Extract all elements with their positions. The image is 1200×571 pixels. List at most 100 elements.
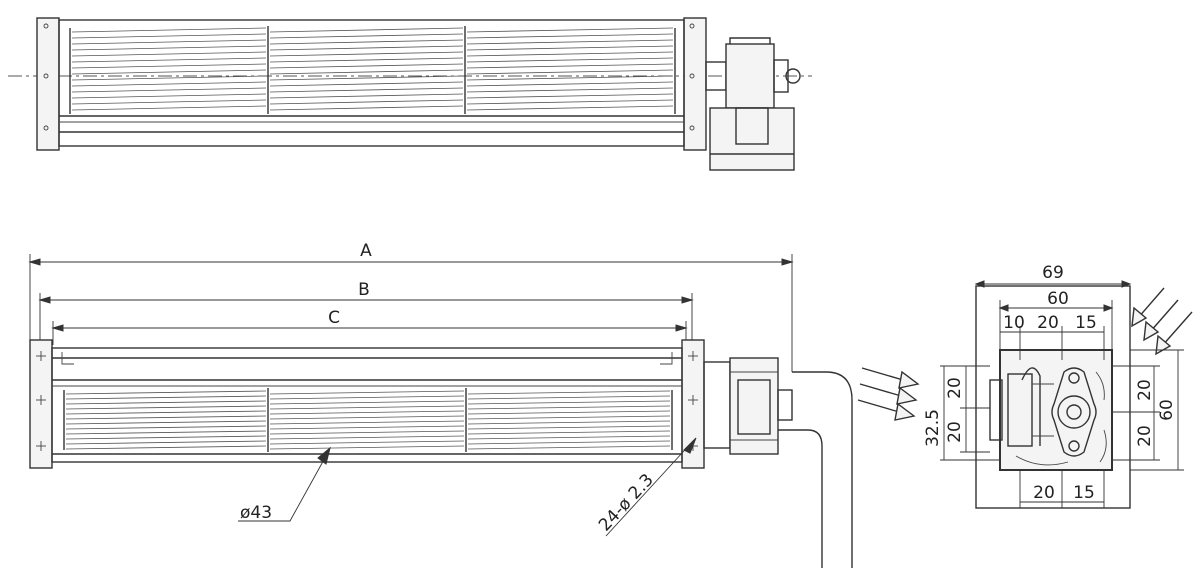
impeller-blade [269,45,464,51]
impeller-blade [466,105,674,111]
dim-top-seg-3: 15 [1075,313,1097,333]
diameter-leader-arrow [317,446,331,465]
impeller-blade [466,33,674,39]
side-screw-bottom [1068,440,1080,452]
dim-b-label: B [358,280,370,300]
front-impeller-blades [65,390,671,450]
impeller-blade [466,45,674,51]
holes-label: 24-ø 2.3 [595,470,658,535]
side-view: 69 60 10 20 15 20 20 32.5 20 2 [923,263,1184,509]
side-motor-flange [1051,367,1097,457]
impeller-blade [65,430,267,435]
impeller-blade [269,435,465,440]
impeller-blade [269,400,465,405]
impeller-blade [71,57,267,63]
impeller-blade [269,63,464,69]
top-motor-cap [729,37,771,44]
impeller-blade [269,27,464,33]
impeller-blade [467,445,671,450]
impeller-blade [269,415,465,420]
impeller-blade [71,39,267,45]
impeller-blade [65,395,267,400]
impeller-blade [269,420,465,425]
dim-b-arrow-left [38,296,51,304]
top-right-hole-3 [689,125,695,131]
impeller-blade [467,430,671,435]
top-motor-shaft [785,68,801,84]
dim-bottom-seg-2: 15 [1073,483,1095,503]
impeller-blade [467,405,671,410]
front-view: A B C [28,241,853,568]
top-motor-shaft-housing [773,59,789,93]
impeller-blade [269,93,464,99]
impeller-blade [65,410,267,415]
impeller-blade [269,99,464,105]
lead-wire-outer [792,371,853,568]
impeller-blade [466,57,674,63]
top-right-plate [683,17,707,151]
impeller-blade [71,51,267,57]
airflow-arrow-2 [859,383,918,405]
dim-69-label: 69 [1042,263,1064,283]
airflow-side-arrow-2 [1143,299,1179,342]
dim-bottom-seg-1: 20 [1033,483,1055,503]
dim-right-total: 60 [1157,399,1177,421]
impeller-blade [269,395,465,400]
holes-leader-arrow [683,437,697,454]
impeller-blade [269,445,465,450]
impeller-blade [269,410,465,415]
impeller-blade [269,81,464,87]
side-screw-top [1068,372,1080,384]
airflow-arrow-3 [857,399,916,421]
impeller-blade [467,415,671,420]
impeller-blade [71,93,267,99]
impeller-blade [269,39,464,45]
impeller-blade [65,425,267,430]
impeller-blade [71,27,267,33]
impeller-blade [467,390,671,395]
dim-top-seg-2: 20 [1037,313,1059,333]
impeller-blade [269,105,464,111]
impeller-blade [71,87,267,93]
dim-a-label: A [360,241,372,261]
impeller-blade [466,81,674,87]
top-motor-bracket-inner [735,107,769,145]
diameter-label: ø43 [240,503,272,523]
side-outer-frame [975,285,1131,509]
front-motor-core [737,379,771,435]
dim-right-lower: 20 [1135,425,1155,447]
impeller-blade [467,425,671,430]
impeller-blade [466,39,674,45]
top-impeller-blades [71,27,674,111]
side-curve-2 [1099,429,1107,463]
side-bracket-left [1007,373,1033,447]
side-curve-1 [1095,371,1105,401]
impeller-blade [71,75,267,81]
impeller-blade [269,405,465,410]
top-right-hole-2 [689,73,695,79]
impeller-blade [71,45,267,51]
dim-a-arrow-right [781,258,794,266]
airflow-arrows-side [1131,287,1193,356]
top-left-hole-2 [43,73,49,79]
impeller-blade [269,57,464,63]
dim-right-upper: 20 [1135,379,1155,401]
impeller-blade [467,395,671,400]
impeller-blade [466,63,674,69]
side-motor-shaft [1066,404,1082,420]
impeller-blade [269,33,464,39]
impeller-blade [65,400,267,405]
impeller-blade [467,410,671,415]
impeller-blade [466,87,674,93]
impeller-blade [466,69,674,75]
impeller-blade [65,440,267,445]
dim-left-lower: 20 [945,421,965,443]
impeller-blade [65,435,267,440]
impeller-blade [269,440,465,445]
airflow-arrow-1 [861,367,920,389]
impeller-blade [269,425,465,430]
top-left-hole-1 [43,23,49,29]
dim-left-upper: 20 [945,377,965,399]
impeller-blade [467,400,671,405]
